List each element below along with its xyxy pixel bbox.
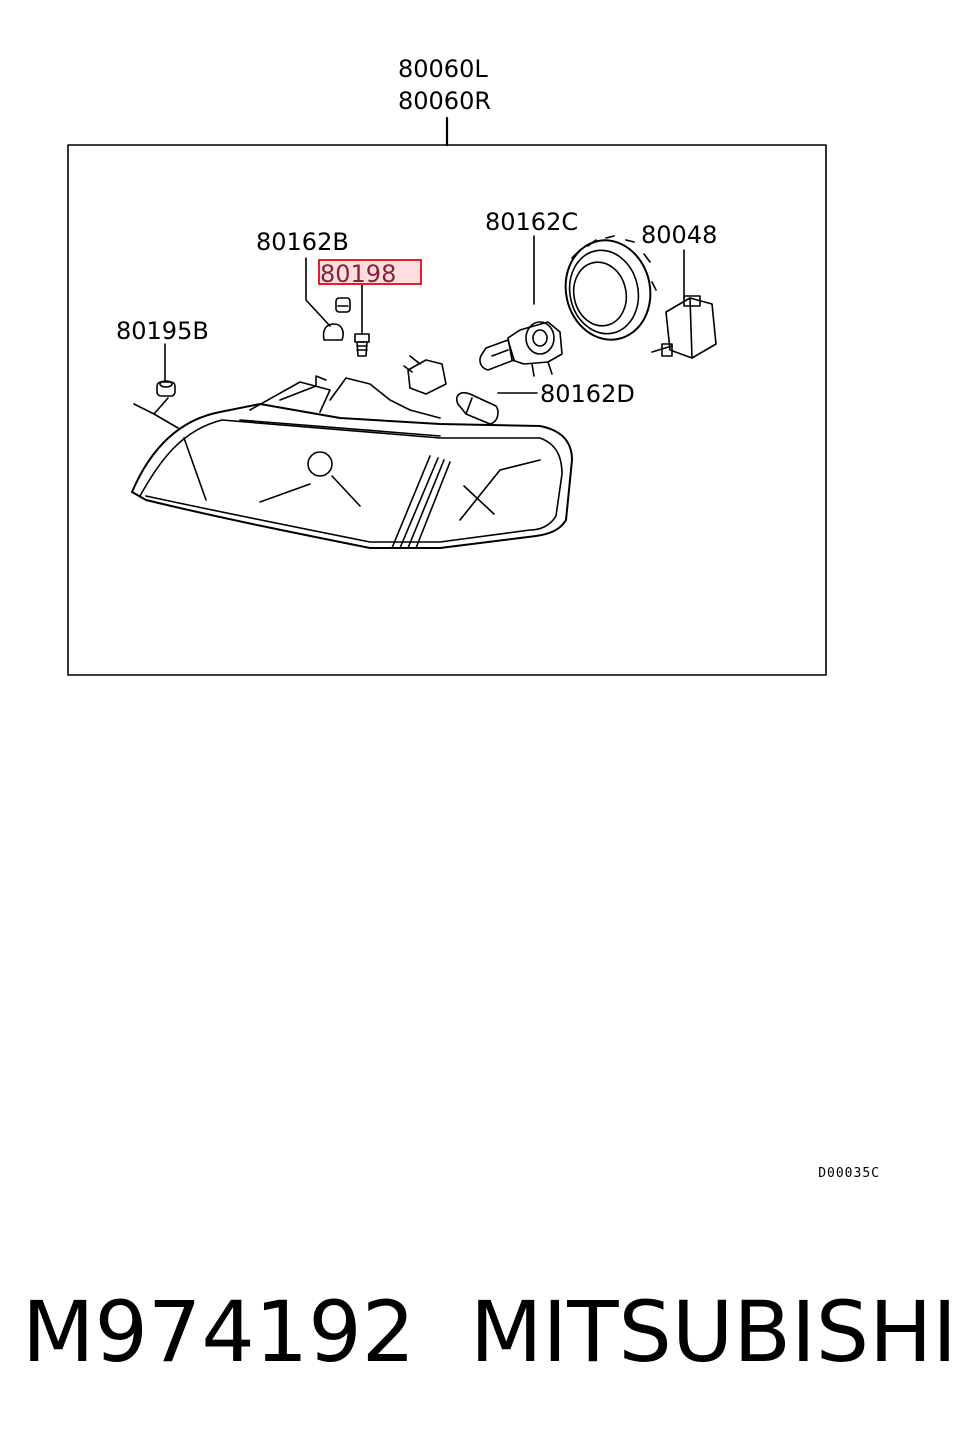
leveling-motor-80048-icon [651, 295, 717, 359]
callout-highlight-80198 [318, 259, 422, 285]
assembly-label-left: 80060L [398, 55, 488, 83]
grommet-80195b-icon [156, 380, 176, 397]
callout-80198: 80198 [320, 260, 397, 288]
callout-leaders [133, 235, 685, 429]
socket-icon [403, 355, 447, 395]
bulb-80162c-icon [479, 321, 563, 377]
brand-name: MITSUBISHI [470, 1283, 958, 1381]
bulb-80162b-icon [322, 297, 351, 341]
callout-80195b: 80195B [116, 317, 209, 345]
callout-80162c: 80162C [485, 208, 579, 236]
headlamp-housing-icon [131, 375, 573, 549]
assembly-label-right: 80060R [398, 87, 492, 115]
drawing-code: D00035C [818, 1166, 880, 1181]
dust-cover-icon [564, 235, 657, 341]
callout-80048: 80048 [641, 221, 718, 249]
callout-80162d: 80162D [540, 380, 635, 408]
part-number: M974192 [22, 1283, 416, 1381]
footer-bar: M974192 MITSUBISHI [0, 1290, 960, 1390]
bulb-80162d-icon [455, 391, 499, 425]
callout-80162b: 80162B [256, 228, 349, 256]
screw-80198-icon [354, 333, 370, 357]
